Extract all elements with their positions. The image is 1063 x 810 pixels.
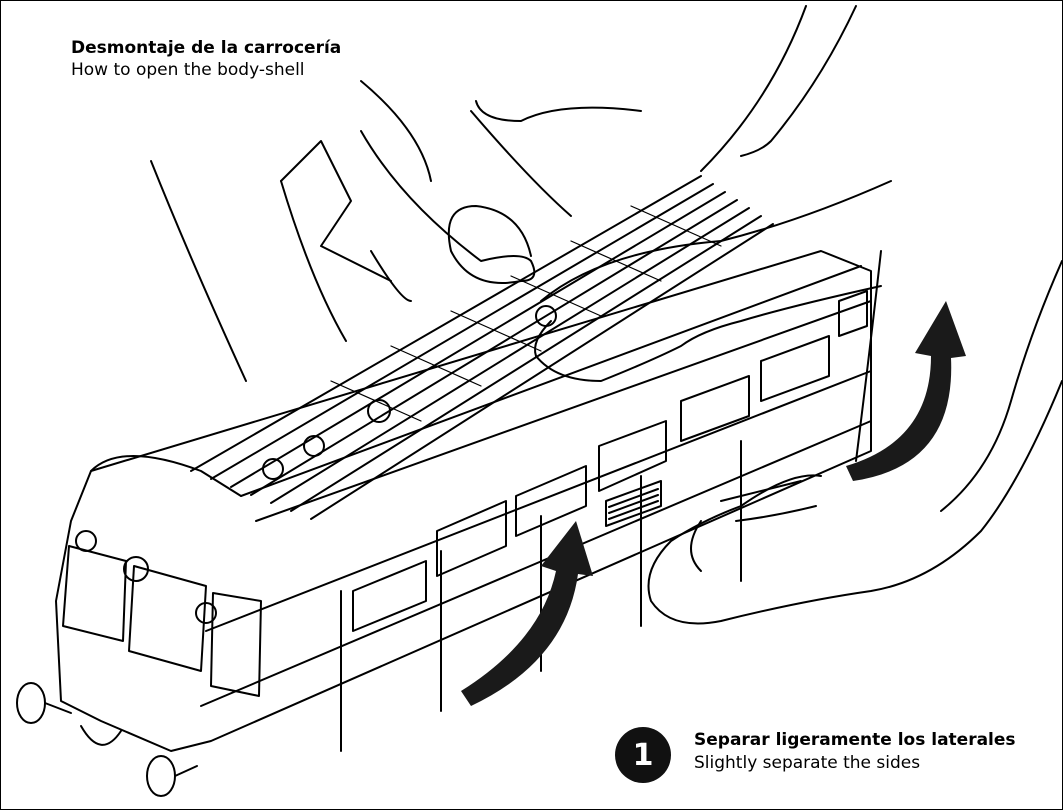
cab-windows xyxy=(62,545,262,697)
step-text-spanish: Separar ligeramente los laterales xyxy=(694,730,1016,750)
left-hand xyxy=(150,5,892,382)
right-hand xyxy=(647,250,1062,625)
side-windows xyxy=(352,290,868,632)
step-text-english: Slightly separate the sides xyxy=(694,753,921,773)
front-buffers xyxy=(16,682,198,797)
separate-arrows xyxy=(461,301,966,706)
side-grille xyxy=(605,480,662,527)
title-spanish: Desmontaje de la carrocería xyxy=(71,38,342,58)
step-text: Separar ligeramente los laterales Slight… xyxy=(694,729,1016,775)
right-lift-arrow xyxy=(846,301,966,481)
step-number-badge: 1 xyxy=(615,727,671,783)
roof-vents xyxy=(75,305,557,624)
roof-ribs xyxy=(190,175,774,520)
left-lift-arrow xyxy=(461,521,593,706)
title-english: How to open the body-shell xyxy=(71,60,305,80)
instruction-heading: Desmontaje de la carrocería How to open … xyxy=(71,37,341,81)
